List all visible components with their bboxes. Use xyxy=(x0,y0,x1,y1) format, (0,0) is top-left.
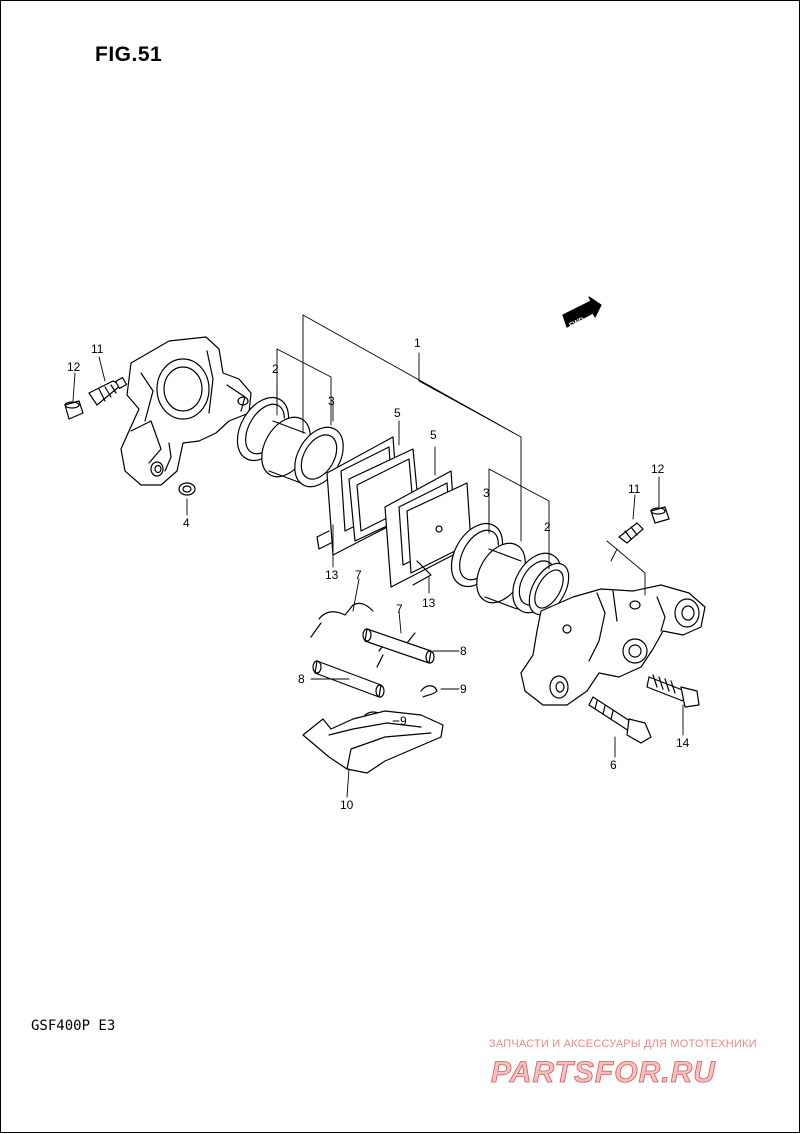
mounting-bolt-14 xyxy=(646,674,700,708)
pin-clip-9a xyxy=(420,685,438,698)
model-code: GSF400P E3 xyxy=(31,1018,116,1034)
callout-14: 14 xyxy=(676,736,690,750)
svg-text:PARTSFOR.RU: PARTSFOR.RU xyxy=(491,1056,716,1088)
bleeder-cap-right xyxy=(650,506,670,524)
watermark-tagline: ЗАПЧАСТИ И АКСЕССУАРЫ ДЛЯ МОТОТЕХНИКИ xyxy=(489,1038,757,1050)
callout-13-left: 13 xyxy=(325,568,339,582)
pad-pin-8a xyxy=(362,628,435,664)
callout-5-left: 5 xyxy=(394,406,401,420)
fwd-arrow-icon xyxy=(562,296,602,328)
watermark-logo: PARTSFOR.RU xyxy=(491,1056,716,1088)
callout-1: 1 xyxy=(414,336,421,350)
callout-12-right: 12 xyxy=(651,462,665,476)
callout-7-right: 7 xyxy=(396,602,403,616)
caliper-housing-left xyxy=(120,336,252,486)
callout-10: 10 xyxy=(340,798,354,812)
callout-8-left: 8 xyxy=(298,672,305,686)
washer xyxy=(178,482,196,496)
callout-4: 4 xyxy=(183,516,190,530)
pad-spring-10 xyxy=(302,710,444,774)
callout-8-right: 8 xyxy=(460,644,467,658)
mounting-bolt-6 xyxy=(588,696,652,744)
callout-9-left: 9 xyxy=(400,714,407,728)
callout-3-right: 3 xyxy=(483,486,490,500)
figure-title: FIG.51 xyxy=(95,43,163,66)
callout-13-right: 13 xyxy=(422,596,436,610)
callout-11-left: 11 xyxy=(91,342,104,356)
bleeder-screw-left xyxy=(88,376,128,406)
callout-5-right: 5 xyxy=(430,428,437,442)
seal-right-outer xyxy=(528,562,570,616)
bleeder-screw-right xyxy=(618,522,644,544)
callout-12-left: 12 xyxy=(67,360,81,374)
bleeder-cap-left xyxy=(64,400,84,420)
callout-11-right: 11 xyxy=(628,482,641,496)
caliper-housing-right xyxy=(520,584,706,706)
pad-spring-clip-1 xyxy=(310,602,374,638)
callout-2-left: 2 xyxy=(272,362,279,376)
callout-3-left: 3 xyxy=(328,394,335,408)
leader-lines xyxy=(72,314,684,798)
callout-7-left: 7 xyxy=(355,568,362,582)
callout-6: 6 xyxy=(610,758,617,772)
callout-2-right: 2 xyxy=(544,520,551,534)
callout-9-right: 9 xyxy=(460,682,467,696)
